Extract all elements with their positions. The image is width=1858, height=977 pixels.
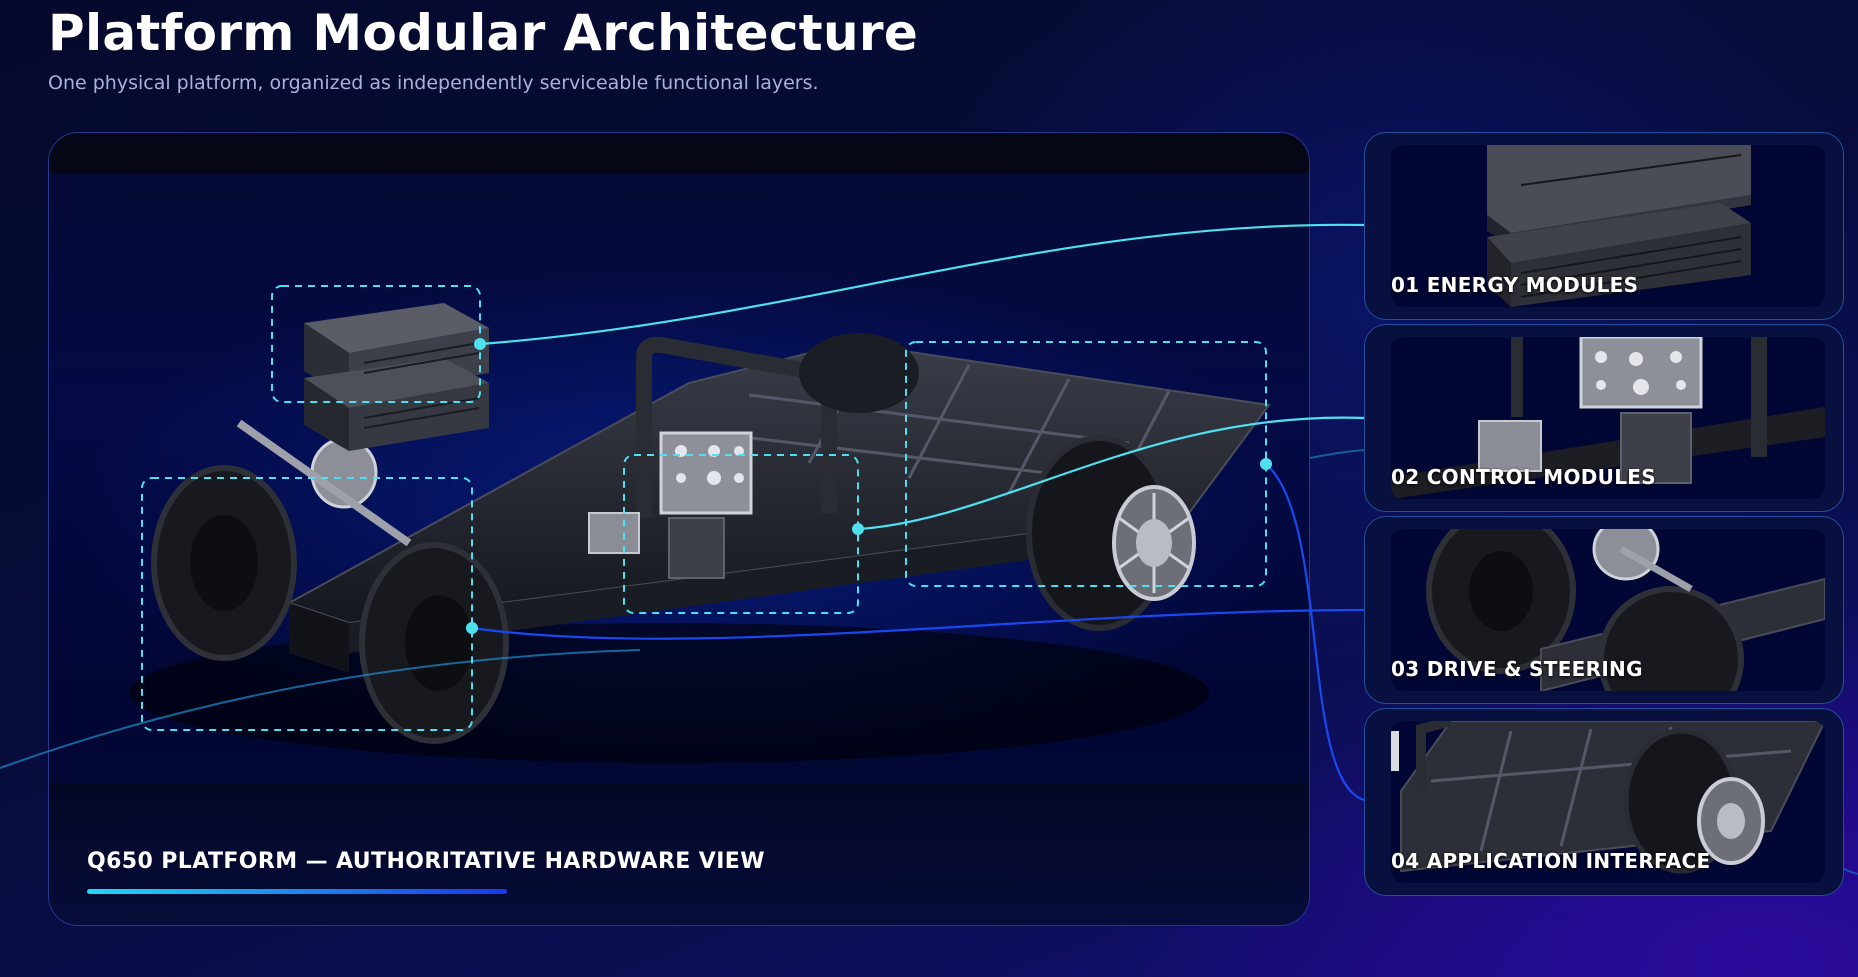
module-label-energy: 01 ENERGY MODULES <box>1391 273 1639 297</box>
battery-pack-image <box>1391 145 1825 307</box>
hero-top-bar <box>49 133 1309 173</box>
hardware-view-panel: Q650 PLATFORM — AUTHORITATIVE HARDWARE V… <box>48 132 1310 926</box>
drive-wheel-image <box>1391 529 1825 691</box>
module-label-control: 02 CONTROL MODULES <box>1391 465 1656 489</box>
page-subtitle: One physical platform, organized as inde… <box>48 72 819 94</box>
module-card-control[interactable]: 02 CONTROL MODULES <box>1364 324 1844 512</box>
cargo-deck-image <box>1391 721 1825 883</box>
module-label-drive: 03 DRIVE & STEERING <box>1391 657 1643 681</box>
platform-render-image <box>69 233 1309 763</box>
module-card-interface[interactable]: 04 APPLICATION INTERFACE <box>1364 708 1844 896</box>
page-title: Platform Modular Architecture <box>48 4 919 62</box>
module-card-drive[interactable]: 03 DRIVE & STEERING <box>1364 516 1844 704</box>
module-card-energy[interactable]: 01 ENERGY MODULES <box>1364 132 1844 320</box>
hero-floor <box>49 783 1309 925</box>
controller-unit-image <box>1391 337 1825 499</box>
hero-caption: Q650 PLATFORM — AUTHORITATIVE HARDWARE V… <box>87 849 765 874</box>
module-label-interface: 04 APPLICATION INTERFACE <box>1391 849 1711 873</box>
caption-underline <box>87 889 507 894</box>
